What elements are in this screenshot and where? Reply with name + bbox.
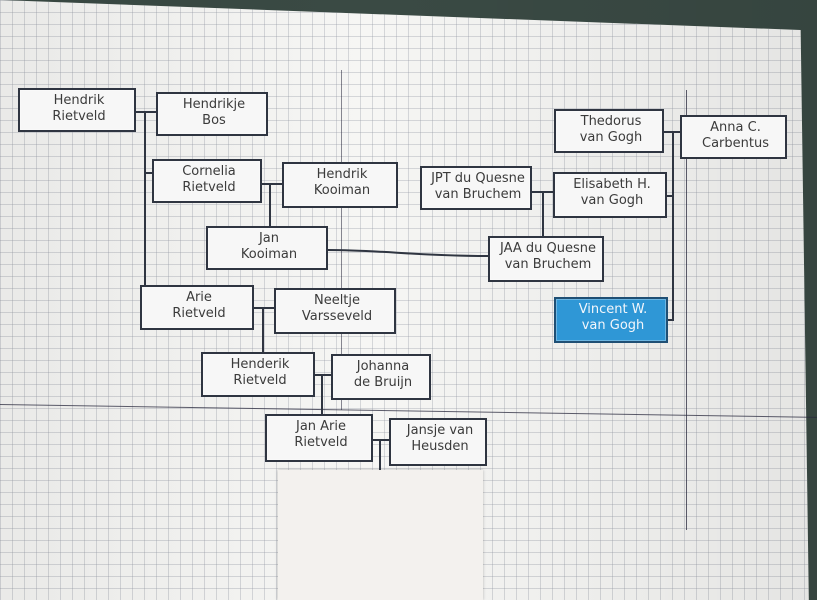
person-last-name: Heusden: [411, 439, 469, 454]
person-first-name: Hendrik: [53, 93, 105, 108]
connector-rietveld-children: [140, 112, 146, 301]
person-first-name: Jan Arie: [295, 419, 347, 434]
person-jpt-du-quesne-van-bruchem[interactable]: JPT du Quesne van Bruchem: [420, 166, 532, 210]
person-jaa-du-quesne-van-bruchem[interactable]: JAA du Quesne van Bruchem: [488, 236, 604, 282]
person-first-name: Hendrikje: [182, 97, 246, 112]
person-henderik-rietveld[interactable]: Henderik Rietveld: [201, 352, 315, 397]
person-first-name: Jan: [258, 231, 280, 246]
person-last-name: van Bruchem: [434, 187, 522, 202]
person-last-name: Rietveld: [52, 109, 106, 124]
person-first-name: Anna C.: [710, 120, 761, 135]
person-hendrik-rietveld[interactable]: Hendrik Rietveld: [18, 88, 136, 132]
connector-jan-jaa: [327, 249, 489, 257]
person-last-name: Carbentus: [702, 136, 769, 151]
person-first-name: Johanna: [356, 359, 410, 374]
person-jan-kooiman[interactable]: Jan Kooiman: [206, 226, 328, 270]
person-arie-rietveld[interactable]: Arie Rietveld: [140, 285, 254, 330]
person-first-name: Arie: [186, 290, 212, 305]
person-last-name: Rietveld: [172, 306, 226, 321]
person-theodorus-van-gogh[interactable]: Thedorus van Gogh: [554, 109, 664, 153]
person-anna-c-carbentus[interactable]: Anna C. Carbentus: [680, 115, 787, 159]
person-last-name: Rietveld: [182, 180, 236, 195]
person-first-name: Hendrik: [316, 167, 368, 182]
person-first-name: Vincent W.: [578, 302, 648, 317]
person-last-name: van Bruchem: [504, 257, 592, 272]
blank-note-card: [278, 470, 483, 600]
person-last-name: Rietveld: [294, 435, 348, 450]
connector-vangogh-children: [668, 132, 674, 321]
person-jan-arie-rietveld[interactable]: Jan Arie Rietveld: [265, 414, 373, 462]
person-first-name: JAA du Quesne: [500, 241, 596, 256]
person-elisabeth-h-van-gogh[interactable]: Elisabeth H. van Gogh: [553, 172, 667, 218]
person-hendrik-kooiman[interactable]: Hendrik Kooiman: [282, 162, 398, 208]
person-last-name: de Bruijn: [353, 375, 413, 390]
person-last-name: van Gogh: [579, 130, 643, 145]
person-jansje-van-heusden[interactable]: Jansje van Heusden: [389, 418, 487, 466]
person-first-name: Jansje van: [406, 423, 474, 438]
person-hendrikje-bos[interactable]: Hendrikje Bos: [156, 92, 268, 136]
person-vincent-w-van-gogh[interactable]: Vincent W. van Gogh: [554, 297, 668, 343]
paper-fold-line-vertical-right: [686, 90, 687, 530]
person-last-name: Kooiman: [240, 247, 298, 262]
person-johanna-de-bruijn[interactable]: Johanna de Bruijn: [331, 354, 431, 400]
person-last-name: Bos: [202, 113, 226, 128]
person-first-name: Thedorus: [580, 114, 642, 129]
person-first-name: Henderik: [230, 357, 290, 372]
person-last-name: Varsseveld: [301, 309, 373, 324]
person-first-name: Elisabeth H.: [573, 177, 651, 192]
person-last-name: Rietveld: [233, 373, 287, 388]
person-last-name: Kooiman: [313, 183, 371, 198]
paper-fold-line-vertical: [341, 70, 342, 410]
person-neeltje-varsseveld[interactable]: Neeltje Varsseveld: [274, 288, 396, 334]
person-first-name: Neeltje: [313, 293, 361, 308]
person-cornelia-rietveld[interactable]: Cornelia Rietveld: [152, 159, 262, 203]
person-first-name: Cornelia: [182, 164, 236, 179]
person-last-name: van Gogh: [581, 318, 645, 333]
person-first-name: JPT du Quesne: [431, 171, 525, 186]
person-last-name: van Gogh: [580, 193, 644, 208]
